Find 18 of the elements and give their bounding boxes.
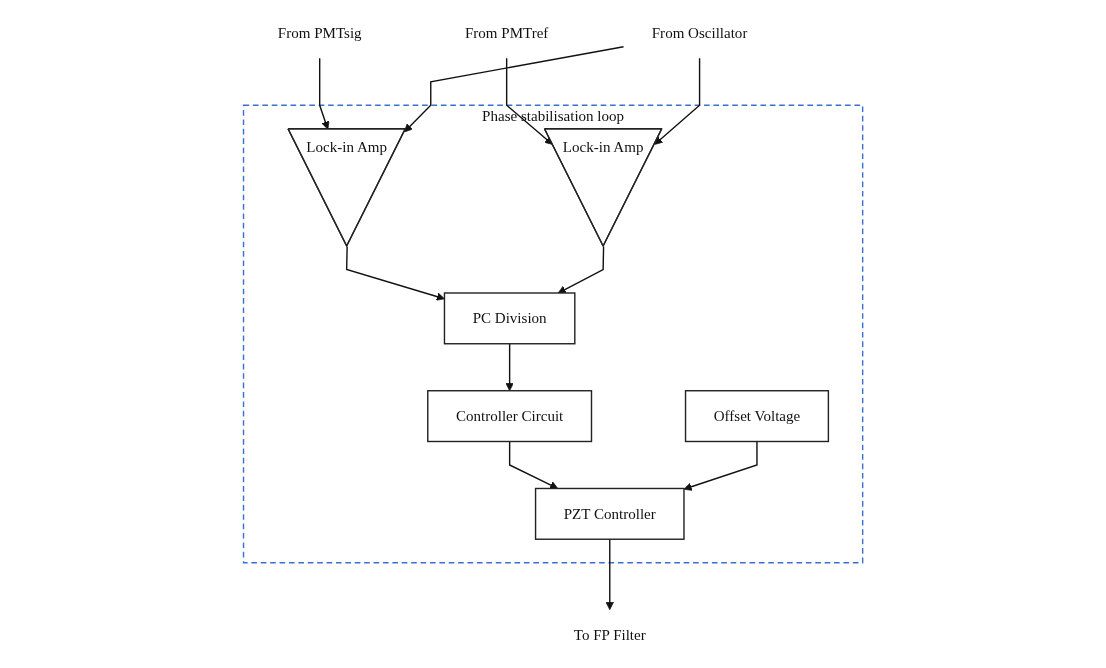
arrow <box>505 57 553 145</box>
node-text: From Oscillator <box>651 24 748 41</box>
arrow <box>605 538 614 611</box>
node-box: PZT Controller <box>534 487 685 540</box>
arrow <box>318 57 330 130</box>
arrow <box>345 245 445 301</box>
node-text: From PMTsig <box>277 24 362 41</box>
arrow <box>505 343 514 392</box>
arrow <box>683 440 758 491</box>
arrow <box>654 57 701 145</box>
node-text: To FP Filter <box>573 626 646 643</box>
node-box: Offset Voltage <box>684 390 829 443</box>
arrow <box>508 440 559 489</box>
node-text: From PMTref <box>464 24 549 41</box>
arrow <box>557 245 605 294</box>
node-box: Controller Circuit <box>426 390 593 443</box>
arrow <box>403 46 625 133</box>
node-box: PC Division <box>443 292 576 345</box>
